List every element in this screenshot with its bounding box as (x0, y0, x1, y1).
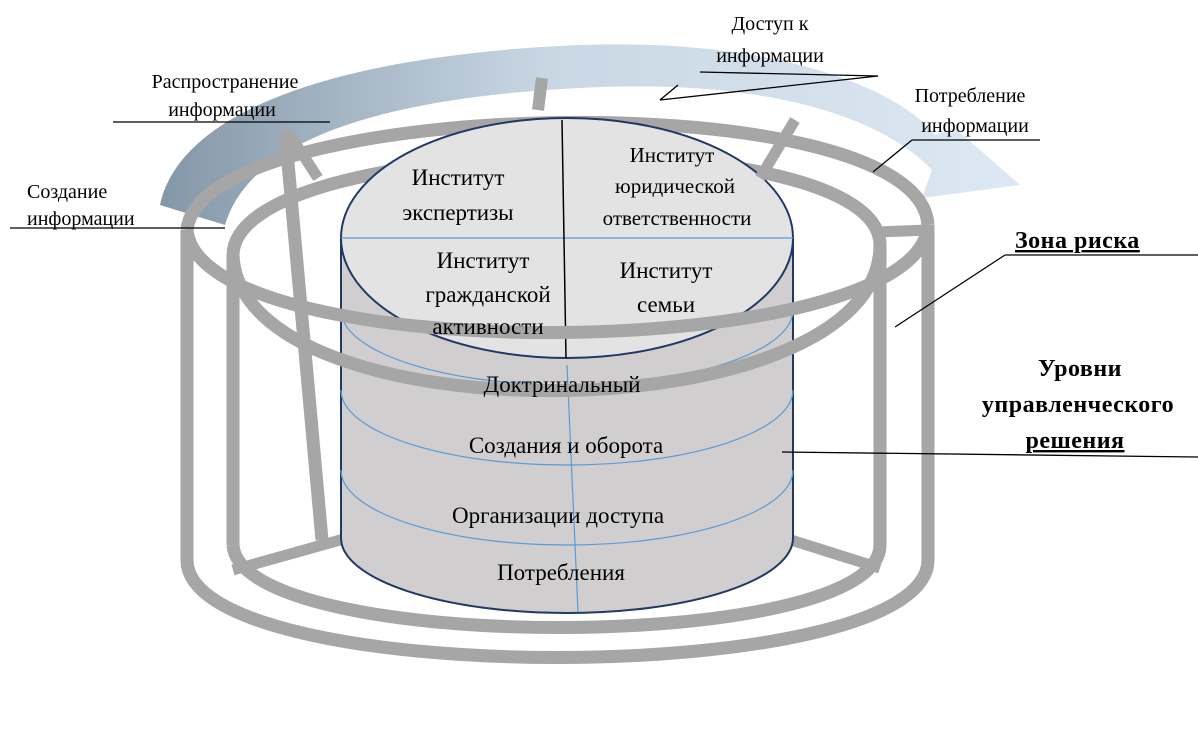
label-text: информации (921, 115, 1029, 137)
flow-label-dissemination: Распространение информации (152, 71, 299, 121)
top-vertical-divider (561, 119, 567, 359)
institute-text: гражданской (425, 282, 550, 307)
flow-label-creation: Создание информации (27, 181, 135, 230)
institute-text: Институт (620, 258, 713, 283)
decision-text: управленческого (982, 392, 1174, 418)
flow-label-access: Доступ к информации (716, 13, 824, 67)
frame-posts (180, 129, 935, 560)
institute-civic: Институт гражданской активности (425, 248, 550, 339)
label-text: информации (168, 99, 276, 121)
level-creation-circulation: Создания и оборота (469, 433, 663, 458)
decision-levels-label: Уровни управленческого решения (982, 356, 1174, 454)
level-consumption: Потребления (497, 560, 625, 585)
decision-text: Уровни (1038, 356, 1122, 382)
institute-text: ответственности (603, 206, 752, 230)
leader-lines (10, 71, 1198, 458)
level-access-organization: Организации доступа (452, 503, 664, 528)
institute-family: Институт семьи (620, 258, 713, 317)
institute-text: активности (432, 314, 543, 339)
label-text: Потребление (915, 85, 1026, 107)
label-text: Распространение (152, 71, 299, 93)
institute-text: экспертизы (402, 200, 513, 225)
flow-label-consumption: Потребление информации (915, 85, 1030, 137)
institute-text: семьи (637, 292, 695, 317)
institute-expertise: Институт экспертизы (402, 165, 513, 225)
institute-text: Институт (412, 165, 505, 190)
institute-text: Институт (630, 143, 715, 167)
institute-text: юридической (615, 174, 735, 198)
label-text: Создание (27, 181, 107, 203)
institute-text: Институт (437, 248, 530, 273)
risk-zone-label: Зона риска (1015, 228, 1140, 254)
institute-legal: Институт юридической ответственности (603, 143, 752, 230)
frame-front (180, 77, 935, 398)
decision-text: решения (1025, 428, 1124, 454)
level-doctrinal: Доктринальный (484, 372, 641, 397)
label-text: информации (27, 208, 135, 230)
label-text: информации (716, 45, 824, 67)
label-text: Доступ к (732, 13, 809, 35)
level-dividers (340, 237, 794, 613)
information-flow-arrow (160, 44, 1020, 225)
frame-bottom-rings (180, 543, 935, 664)
